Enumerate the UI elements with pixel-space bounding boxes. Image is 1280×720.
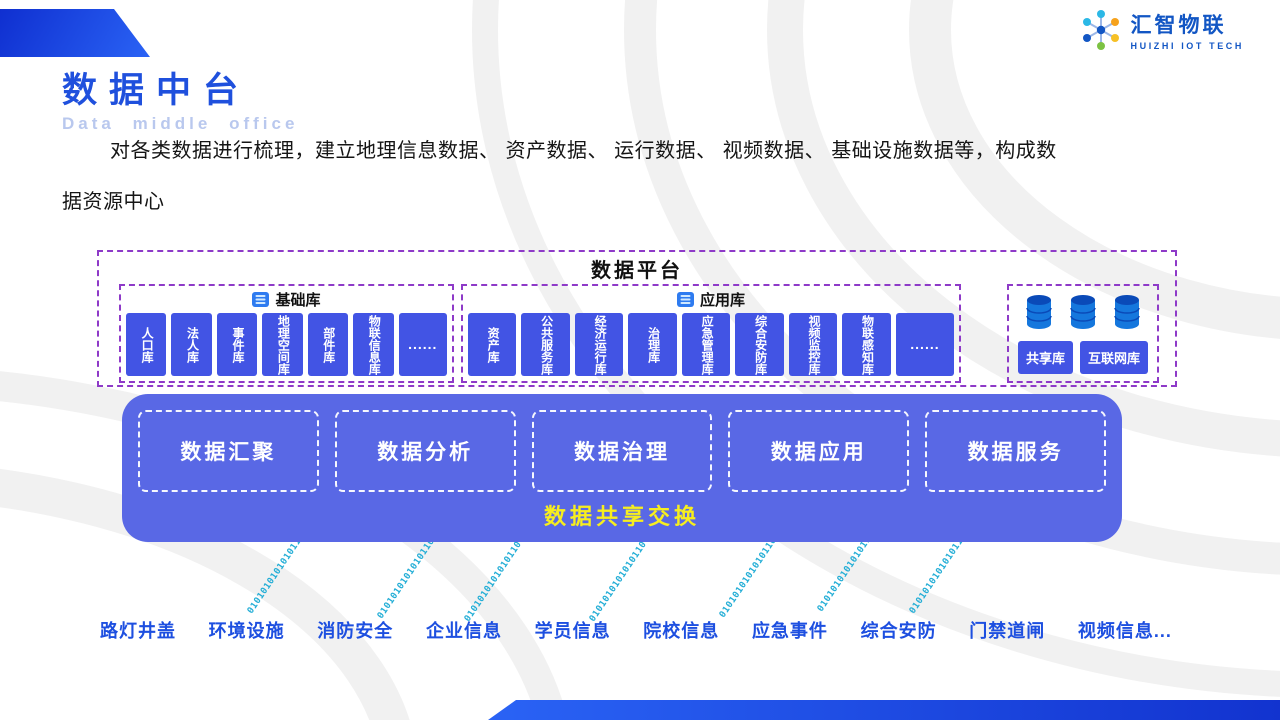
logo-name: 汇智物联 — [1130, 14, 1227, 37]
db-box: 经济运行库 — [574, 313, 624, 376]
db-box: 法人库 — [171, 313, 212, 376]
db-box: 资产库 — [468, 313, 517, 376]
scenario-label: 视频信息... — [1077, 621, 1172, 641]
scenario-label: 门禁道闸 — [969, 621, 1046, 641]
capability-box: 数据汇聚 — [138, 410, 319, 492]
database-stack-icon — [252, 292, 270, 307]
database-cylinders — [1009, 294, 1157, 330]
db-box: 综合安防库 — [735, 313, 784, 376]
capability-row: 数据汇聚 数据分析 数据治理 数据应用 数据服务 — [138, 410, 1106, 492]
scenario-label: 企业信息 — [425, 621, 502, 641]
db-box: 事件库 — [216, 313, 258, 376]
db-box: 治理库 — [628, 313, 677, 376]
logo-icon — [1082, 10, 1119, 50]
share-library-group: 共享库 互联网库 — [1007, 284, 1159, 383]
db-box: 地理空间库 — [262, 313, 303, 376]
db-box: 物联信息库 — [353, 313, 394, 376]
scenario-label: 学员信息 — [534, 621, 611, 641]
logo: 汇智物联 HUIZHI IOT TECH — [1079, 8, 1245, 52]
scenario-label: 院校信息 — [643, 621, 720, 641]
db-box: 视频监控库 — [788, 313, 838, 376]
title-block: 数据中台 Data middle office — [62, 62, 298, 134]
app-library-header: 应用库 — [463, 289, 959, 310]
share-library-items: 共享库 互联网库 — [1009, 341, 1157, 374]
db-box: 互联网库 — [1080, 341, 1149, 374]
intro-text: 对各类数据进行梳理，建立地理信息数据、 资产数据、 运行数据、 视频数据、 基础… — [62, 140, 1057, 213]
page-title: 数据中台 — [62, 71, 251, 110]
app-library-items: 资产库 公共服务库 经济运行库 治理库 应急管理库 综合安防库 视频监控库 物联… — [468, 313, 955, 376]
db-box-more: ...... — [895, 313, 955, 376]
app-library-label: 应用库 — [699, 292, 745, 309]
data-platform-box: 数据平台 基础库 人口库 法人库 事件库 地理空间库 部件库 物联信息库 ...… — [97, 250, 1177, 387]
base-library-header: 基础库 — [121, 289, 452, 310]
capability-box: 数据分析 — [334, 410, 516, 492]
db-box: 部件库 — [307, 313, 349, 376]
scenario-label: 消防安全 — [317, 621, 394, 641]
db-box: 应急管理库 — [681, 313, 731, 376]
bottom-right-ribbon — [488, 700, 1280, 720]
db-box: 公共服务库 — [521, 313, 570, 376]
app-library-group: 应用库 资产库 公共服务库 经济运行库 治理库 应急管理库 综合安防库 视频监控… — [461, 284, 961, 383]
base-library-label: 基础库 — [275, 292, 321, 309]
capability-box: 数据服务 — [925, 410, 1106, 492]
database-stack-icon — [676, 292, 694, 307]
data-exchange-label: 数据共享交换 — [543, 504, 700, 529]
base-library-items: 人口库 法人库 事件库 地理空间库 部件库 物联信息库 ...... — [126, 313, 448, 376]
scenario-label: 应急事件 — [751, 621, 828, 641]
base-library-group: 基础库 人口库 法人库 事件库 地理空间库 部件库 物联信息库 ...... — [119, 284, 454, 383]
scenario-label: 环境设施 — [208, 621, 285, 641]
scenario-label: 综合安防 — [860, 621, 937, 641]
logo-subtitle: HUIZHI IOT TECH — [1130, 41, 1244, 51]
database-cylinder-icon — [1114, 295, 1140, 329]
db-box: 共享库 — [1017, 341, 1073, 374]
platform-title: 数据平台 — [591, 260, 683, 282]
database-cylinder-icon — [1070, 295, 1096, 329]
scenario-label: 路灯井盖 — [100, 621, 176, 641]
bottom-labels: 路灯井盖 环境设施 消防安全 企业信息 学员信息 院校信息 应急事件 综合安防 … — [100, 617, 1172, 643]
database-cylinder-icon — [1026, 295, 1052, 329]
page-subtitle: Data middle office — [62, 114, 299, 133]
capability-box: 数据治理 — [531, 410, 713, 492]
capability-box: 数据应用 — [728, 410, 910, 492]
db-box-more: ...... — [398, 313, 448, 376]
db-box: 物联感知库 — [842, 313, 891, 376]
capabilities-panel: 数据汇聚 数据分析 数据治理 数据应用 数据服务 数据共享交换 — [122, 394, 1122, 542]
db-box: 人口库 — [126, 313, 167, 376]
